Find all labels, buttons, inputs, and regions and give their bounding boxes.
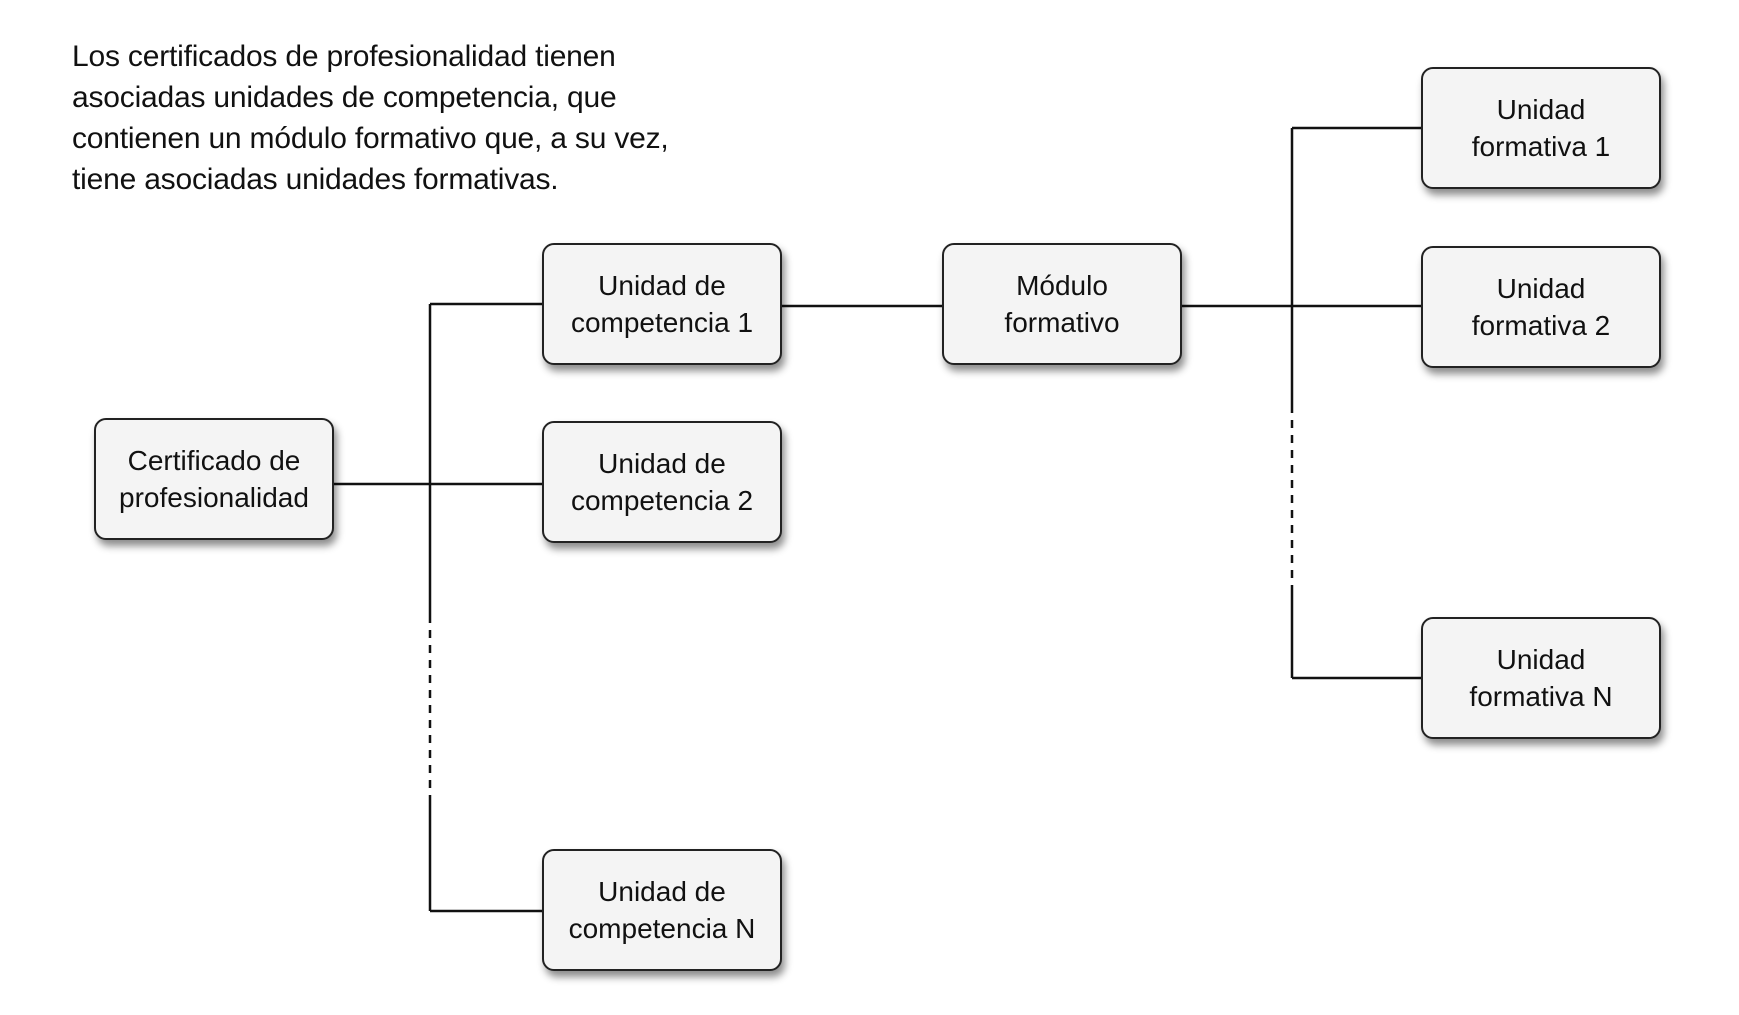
node-label: competencia N xyxy=(568,913,756,944)
node-label: competencia 2 xyxy=(570,485,754,516)
node-unidad-formativa-2: Unidad formativa 2 xyxy=(1421,246,1661,368)
node-label: Unidad de xyxy=(598,876,726,907)
node-unidad-formativa-1: Unidad formativa 1 xyxy=(1421,67,1661,189)
node-label: Unidad xyxy=(1496,94,1586,125)
node-label: profesionalidad xyxy=(119,482,309,513)
node-label: competencia 1 xyxy=(570,307,754,338)
node-modulo-formativo: Módulo formativo xyxy=(942,243,1182,365)
node-unidad-competencia-1: Unidad de competencia 1 xyxy=(542,243,782,365)
node-label: formativa 2 xyxy=(1471,310,1611,341)
node-unidad-formativa-n: Unidad formativa N xyxy=(1421,617,1661,739)
node-label: formativa 1 xyxy=(1471,131,1611,162)
intro-line: Los certificados de profesionalidad tien… xyxy=(72,40,616,73)
node-label: formativo xyxy=(1004,307,1120,338)
intro-line: asociadas unidades de competencia, que xyxy=(72,81,617,114)
node-label: formativa N xyxy=(1469,681,1613,712)
node-label: Certificado de xyxy=(127,445,301,476)
node-label: Módulo xyxy=(1016,270,1108,301)
node-label: Unidad de xyxy=(598,448,726,479)
node-unidad-competencia-2: Unidad de competencia 2 xyxy=(542,421,782,543)
node-label: Unidad xyxy=(1496,273,1586,304)
node-certificado-profesionalidad: Certificado de profesionalidad xyxy=(94,418,334,540)
intro-line: contienen un módulo formativo que, a su … xyxy=(72,122,669,155)
intro-line: tiene asociadas unidades formativas. xyxy=(72,163,559,196)
node-label: Unidad de xyxy=(598,270,726,301)
node-unidad-competencia-n: Unidad de competencia N xyxy=(542,849,782,971)
node-label: Unidad xyxy=(1496,644,1586,675)
intro-text: Los certificados de profesionalidad tien… xyxy=(72,36,832,200)
